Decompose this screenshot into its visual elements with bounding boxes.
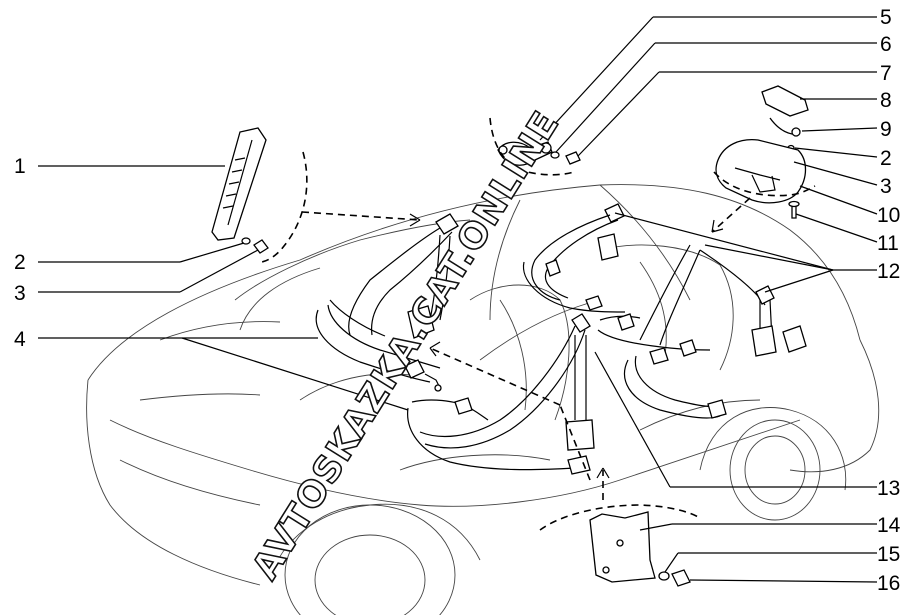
callout-8: 8 [880,89,892,112]
callout-14: 14 [877,514,901,537]
callout-16: 16 [877,572,900,595]
callout-5: 5 [880,6,892,29]
front-right-belt-assembly [407,313,595,475]
rear-belt-assembly [522,203,807,419]
callout-3-left: 3 [14,282,26,305]
callout-11: 11 [877,232,899,255]
callout-9: 9 [880,118,892,141]
cover-plate [589,511,656,583]
height-adjuster-rail [211,127,267,241]
callout-15: 15 [877,543,900,566]
washer-and-bolt-lower [658,569,691,587]
callout-12: 12 [877,260,900,283]
callout-3-right: 3 [880,175,892,198]
callout-6: 6 [880,33,892,56]
screw-console [788,200,800,219]
rear-console-housing [715,139,807,204]
washer-and-bolt-upper [550,151,581,165]
washer-and-bolt-left [241,237,269,254]
watermark-text: AVTOSKAZKA.CAT.ONLINE [245,104,568,587]
front-belt-assembly [315,213,459,392]
install-direction-arrows [261,117,816,531]
upper-anchor-bracket [497,141,553,166]
callout-4: 4 [14,328,26,351]
callout-labels: 1 2 3 4 5 6 7 8 9 2 3 10 11 12 13 14 15 … [14,6,901,595]
callout-7: 7 [880,62,892,85]
callout-10: 10 [877,204,900,227]
callout-2-right: 2 [880,147,892,170]
leader-lines [38,16,878,583]
callout-1: 1 [14,155,26,178]
callout-2-left: 2 [14,251,26,274]
callout-13: 13 [877,477,900,500]
